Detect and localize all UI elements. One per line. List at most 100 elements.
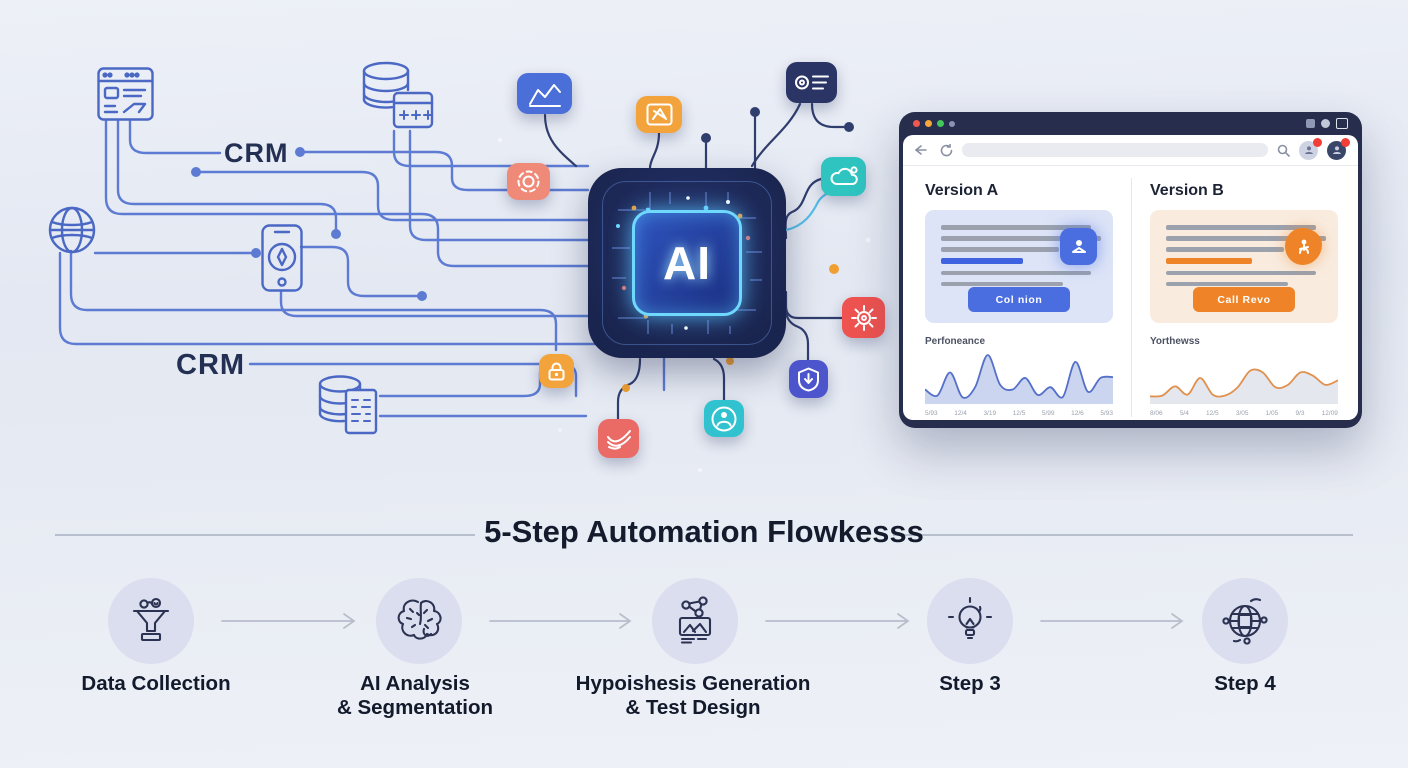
step-2-circle — [376, 578, 462, 664]
step-3-label-line1: Hypoishesis Generation — [575, 672, 811, 695]
version-b-chart-label: Yorthewss — [1150, 336, 1200, 347]
traffic-lights[interactable] — [913, 120, 955, 127]
extra-dot — [949, 120, 955, 127]
version-b-column: Version B Call Revo Yorthewss — [1149, 174, 1339, 417]
axis-tick-label: 12/09 — [1321, 410, 1338, 417]
skeleton-line — [1166, 270, 1316, 275]
axis-tick-label: 12/5 — [1206, 410, 1219, 417]
ai-label: AI — [663, 237, 711, 289]
browser-window-icon — [97, 67, 154, 121]
axis-tick-label: 9/3 — [1295, 410, 1305, 417]
crm-label-bottom: CRM — [176, 349, 246, 381]
axis-tick-label: 1/05 — [1265, 410, 1279, 417]
step-3-label: Hypoishesis Generation & Test Design — [553, 672, 833, 720]
step-5-label: Step 4 — [1165, 672, 1325, 696]
axis-tick-label: 12/4 — [954, 410, 967, 417]
version-a-card: Col nion — [925, 210, 1113, 323]
lock-icon — [539, 354, 574, 388]
maximize-window-dot[interactable] — [937, 120, 944, 127]
search-icon[interactable] — [1277, 144, 1290, 157]
version-b-cta-button[interactable]: Call Revo — [1193, 287, 1295, 312]
skeleton-line — [941, 236, 1101, 241]
title-divider-left — [55, 534, 475, 536]
browser-window: Version A Col nion Perfoneance — [899, 112, 1362, 428]
accent-line — [1166, 258, 1252, 264]
window-control-square[interactable] — [1306, 119, 1315, 128]
list-settings-icon — [786, 62, 837, 103]
version-b-heading: Version B — [1150, 182, 1224, 199]
image-icon — [636, 96, 682, 133]
step-5-circle — [1202, 578, 1288, 664]
version-a-cta-button[interactable]: Col nion — [968, 287, 1070, 312]
axis-tick-label: 12/5 — [1012, 410, 1026, 417]
axis-tick-label: 8/06 — [1150, 410, 1163, 417]
axis-tick-label: 5/4 — [1179, 410, 1189, 417]
skeleton-line — [941, 225, 1091, 230]
window-controls[interactable] — [1306, 118, 1348, 129]
lightbulb-icon — [947, 596, 993, 640]
ab-test-content: Version A Col nion Perfoneance — [903, 166, 1358, 417]
browser-titlebar — [903, 112, 1358, 135]
skeleton-line — [1166, 247, 1284, 252]
axis-tick-label: 5/93 — [1100, 410, 1113, 417]
accent-line — [941, 258, 1023, 264]
step-2-label: AI Analysis & Segmentation — [295, 672, 535, 720]
url-bar[interactable] — [962, 143, 1268, 157]
ai-chip: AI — [588, 168, 786, 358]
skeleton-line — [1166, 225, 1316, 230]
funnel-icon — [132, 597, 170, 642]
step-4-circle — [927, 578, 1013, 664]
crm-label-top: CRM — [224, 138, 289, 168]
step-3-label-line2: & Test Design — [625, 696, 761, 719]
step-4-label: Step 3 — [890, 672, 1050, 696]
avatar-notifications[interactable] — [1299, 137, 1322, 160]
skeleton-line — [941, 281, 1063, 286]
user-circle-icon — [704, 400, 744, 437]
chip-inner-ring — [602, 181, 772, 345]
globe-network-icon — [1222, 598, 1268, 645]
notification-badge — [1341, 137, 1350, 147]
avatar-profile[interactable] — [1327, 137, 1350, 160]
skeleton-line — [1166, 236, 1326, 241]
step-2-label-line1: AI Analysis — [360, 672, 470, 695]
target-icon — [507, 163, 550, 200]
figure-card-icon — [1285, 228, 1322, 265]
version-b-card: Call Revo — [1150, 210, 1338, 323]
step-4-label-line1: Step 3 — [939, 672, 1001, 695]
cloud-icon — [821, 157, 866, 196]
step-1-circle — [108, 578, 194, 664]
database-document-icon — [318, 375, 378, 435]
axis-tick-label: 12/6 — [1071, 410, 1084, 417]
brain-icon — [397, 599, 442, 640]
version-b-performance-chart — [1149, 368, 1339, 404]
title-divider-right — [893, 534, 1353, 536]
mail-check-icon — [598, 419, 639, 458]
window-control-circle[interactable] — [1321, 119, 1330, 128]
axis-tick-label: 3/05 — [1235, 410, 1249, 417]
minimize-window-dot[interactable] — [925, 120, 932, 127]
step-2-label-line2: & Segmentation — [336, 696, 494, 719]
gear-icon — [842, 297, 885, 338]
refresh-button[interactable] — [940, 143, 953, 157]
person-card-icon — [1060, 228, 1097, 265]
globe-icon — [48, 206, 96, 254]
version-a-heading: Version A — [925, 182, 999, 199]
step-5-label-line1: Step 4 — [1214, 672, 1276, 695]
notification-badge — [1313, 137, 1322, 147]
column-divider — [1131, 178, 1132, 417]
close-window-dot[interactable] — [913, 120, 920, 127]
shield-download-icon — [789, 360, 828, 398]
skeleton-line — [941, 247, 1059, 252]
window-control-outline[interactable] — [1336, 118, 1348, 129]
browser-toolbar — [903, 135, 1358, 166]
axis-tick-label: 5/99 — [1041, 410, 1055, 417]
skeleton-line — [941, 270, 1091, 275]
back-button[interactable] — [915, 145, 931, 155]
database-calculator-icon — [362, 61, 434, 129]
version-b-axis-ticks: 8/06 5/4 12/5 3/05 1/05 9/3 12/09 — [1150, 410, 1338, 417]
version-a-chart-label: Perfoneance — [925, 336, 986, 347]
step-arrows — [221, 613, 1184, 629]
version-a-performance-chart — [924, 354, 1114, 404]
